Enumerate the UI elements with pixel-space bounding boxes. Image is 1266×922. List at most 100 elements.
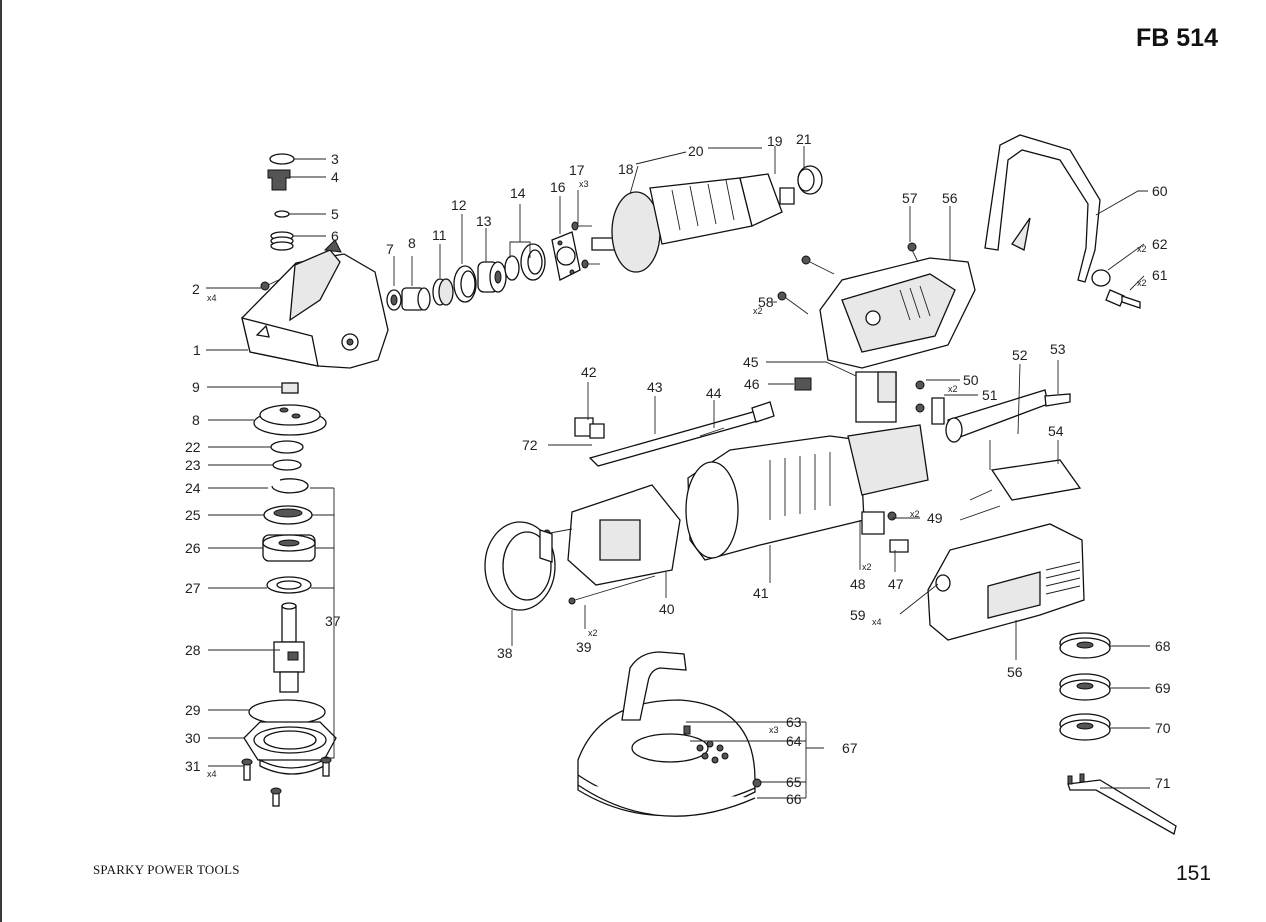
callout-29: 29 — [185, 702, 201, 718]
part-8-pinion — [401, 287, 431, 311]
callout-67: 67 — [842, 740, 858, 756]
callout-51: 51 — [982, 387, 998, 403]
callout-49: 49 — [927, 510, 943, 526]
callout-1: 1 — [193, 342, 201, 358]
part-7-nut — [386, 289, 402, 311]
part-9-sleeve — [281, 382, 299, 394]
part-43-switch-rod — [588, 401, 775, 467]
callout-59-qty: x4 — [872, 617, 882, 627]
part-12-ring — [453, 265, 477, 303]
callout-53: 53 — [1050, 341, 1066, 357]
part-28-spindle — [273, 602, 305, 693]
part-50-screws — [915, 380, 925, 413]
callout-72: 72 — [522, 437, 538, 453]
callout-50-qty: x2 — [948, 384, 958, 394]
callout-61-qty: x2 — [1137, 278, 1147, 288]
callout-22: 22 — [185, 439, 201, 455]
callout-42: 42 — [581, 364, 597, 380]
part-44-spring — [699, 427, 725, 437]
part-14-seal — [504, 243, 546, 281]
callout-39: 39 — [576, 639, 592, 655]
part-47-carbon-brush — [889, 539, 909, 553]
page-left-border — [0, 0, 2, 922]
callout-58: 58 — [758, 294, 774, 310]
part-38-fan-baffle — [484, 521, 556, 611]
callout-17-qty: x3 — [579, 179, 589, 189]
callout-70: 70 — [1155, 720, 1171, 736]
brand-footer: SPARKY POWER TOOLS — [93, 862, 240, 877]
part-31-screws — [241, 756, 332, 807]
part-6-spring — [270, 231, 294, 251]
callout-56-top: 56 — [942, 190, 958, 206]
part-53-cable — [1044, 393, 1071, 407]
callout-44: 44 — [706, 385, 722, 401]
part-24-circlip — [271, 478, 309, 494]
part-57-screw — [907, 242, 919, 263]
callout-41: 41 — [753, 585, 769, 601]
part-11-bearing — [432, 278, 454, 306]
part-56-rear-cover — [927, 523, 1085, 641]
callout-66: 66 — [786, 791, 802, 807]
part-21-bearing — [797, 165, 823, 195]
callout-2: 2 — [192, 281, 200, 297]
part-27-ring — [266, 576, 312, 594]
callout-57: 57 — [902, 190, 918, 206]
callout-63: 63 — [786, 714, 802, 730]
callout-28: 28 — [185, 642, 201, 658]
callout-labels: 1 2 x4 3 4 5 6 7 8 8 9 11 12 13 14 16 17… — [185, 131, 1171, 807]
callout-8-pinion: 8 — [408, 235, 416, 251]
part-69-flange-nut — [1059, 673, 1111, 701]
callout-2-qty: x4 — [207, 293, 217, 303]
part-51-clamp — [931, 397, 945, 425]
part-68-flange-nut — [1059, 632, 1111, 659]
part-62-washer — [1091, 269, 1111, 287]
callout-8-flange: 8 — [192, 412, 200, 428]
part-70-flange-nut — [1059, 713, 1111, 741]
callout-58-qty: x2 — [753, 306, 763, 316]
part-40-stator — [567, 484, 681, 586]
callout-17: 17 — [569, 162, 585, 178]
callout-59: 59 — [850, 607, 866, 623]
part-71-pin-wrench — [1067, 773, 1177, 835]
part-29-ring — [248, 699, 326, 725]
part-45-switch — [855, 371, 897, 423]
callout-11: 11 — [432, 227, 447, 243]
callout-37: 37 — [325, 613, 341, 629]
callout-38: 38 — [497, 645, 513, 661]
callout-12: 12 — [451, 197, 467, 213]
callout-23: 23 — [185, 457, 201, 473]
callout-7: 7 — [386, 241, 394, 257]
callout-30: 30 — [185, 730, 201, 746]
part-30-bearing-flange — [243, 721, 337, 775]
part-13-bearing — [477, 261, 507, 293]
callout-6: 6 — [331, 228, 339, 244]
callout-68: 68 — [1155, 638, 1171, 654]
part-4-button — [267, 169, 291, 191]
callout-4: 4 — [331, 169, 339, 185]
callout-54: 54 — [1048, 423, 1064, 439]
part-54-electronics — [959, 440, 1082, 521]
part-41-motor-housing — [685, 424, 929, 561]
part-60-side-handle — [984, 134, 1101, 283]
callout-24: 24 — [185, 480, 201, 496]
part-42-lock-lever — [574, 417, 605, 439]
callout-26: 26 — [185, 540, 201, 556]
callout-9: 9 — [192, 379, 200, 395]
callout-14: 14 — [510, 185, 526, 201]
callout-61: 61 — [1152, 267, 1168, 283]
callout-20: 20 — [688, 143, 704, 159]
part-22-washer — [270, 440, 304, 454]
callout-31-qty: x4 — [207, 769, 217, 779]
part-3-ring — [269, 153, 295, 165]
part-23-washer — [272, 459, 302, 471]
callout-21: 21 — [796, 131, 812, 147]
part-8-flange — [253, 404, 327, 436]
callout-60: 60 — [1152, 183, 1168, 199]
part-67-dust-hood — [577, 651, 762, 817]
callout-49-qty: x2 — [910, 509, 920, 519]
callout-43: 43 — [647, 379, 663, 395]
callout-3: 3 — [331, 151, 339, 167]
callout-45: 45 — [743, 354, 759, 370]
leader-lines — [206, 146, 1150, 799]
callout-25: 25 — [185, 507, 201, 523]
